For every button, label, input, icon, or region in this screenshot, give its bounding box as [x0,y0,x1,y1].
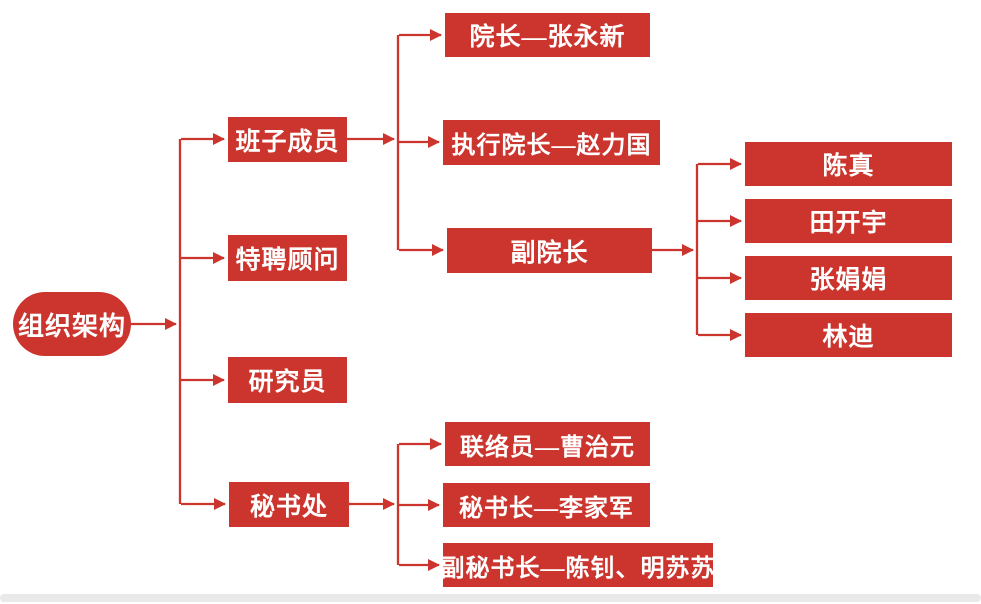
branch-node-special-advisors: 特聘顾问 [228,235,347,281]
secretariat-node-secretary-general: 秘书长—李家军 [443,483,650,527]
branch-node-secretariat: 秘书处 [229,482,349,527]
leader-node-dean: 院长—张永新 [445,13,650,57]
bottom-edge-bar [0,594,981,602]
secretariat-node-liaison: 联络员—曹治元 [445,422,650,466]
vice-dean-member-node: 陈真 [745,142,952,186]
vice-dean-member-node: 田开宇 [745,199,952,243]
vice-dean-member-node: 林迪 [745,313,952,357]
root-node-org-structure: 组织架构 [13,292,131,356]
branch-node-researchers: 研究员 [228,357,347,403]
leader-node-executive-dean: 执行院长—赵力国 [443,120,660,165]
vice-dean-member-node: 张娟娟 [745,256,952,300]
leader-node-vice-dean: 副院长 [447,228,652,273]
branch-node-team-members: 班子成员 [228,117,347,162]
secretariat-node-deputy-secretary-general: 副秘书长—陈钊、明苏苏 [441,543,715,587]
